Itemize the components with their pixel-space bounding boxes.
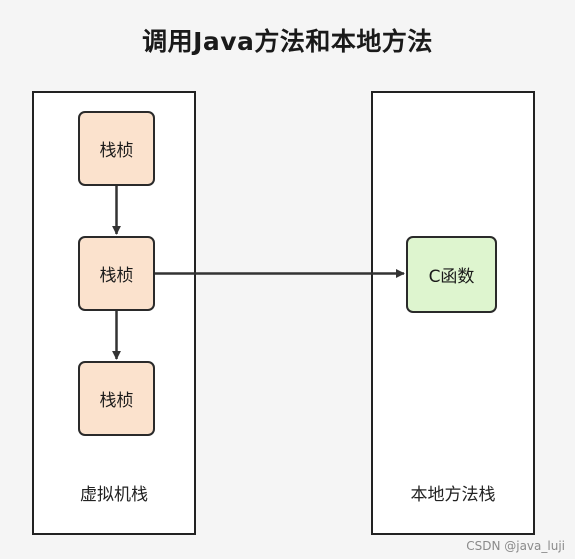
watermark: CSDN @java_luji <box>466 539 565 553</box>
stack-frame-2: 栈桢 <box>78 236 155 311</box>
jvm-stack-label: 虚拟机栈 <box>80 485 148 505</box>
stack-frame-1: 栈桢 <box>78 111 155 186</box>
diagram-title: 调用Java方法和本地方法 <box>142 27 433 56</box>
native-stack-label: 本地方法栈 <box>410 485 496 505</box>
c-function-node: C函数 <box>406 236 497 313</box>
stack-frame-3: 栈桢 <box>78 361 155 436</box>
native-stack-panel: 本地方法栈 <box>371 91 535 535</box>
